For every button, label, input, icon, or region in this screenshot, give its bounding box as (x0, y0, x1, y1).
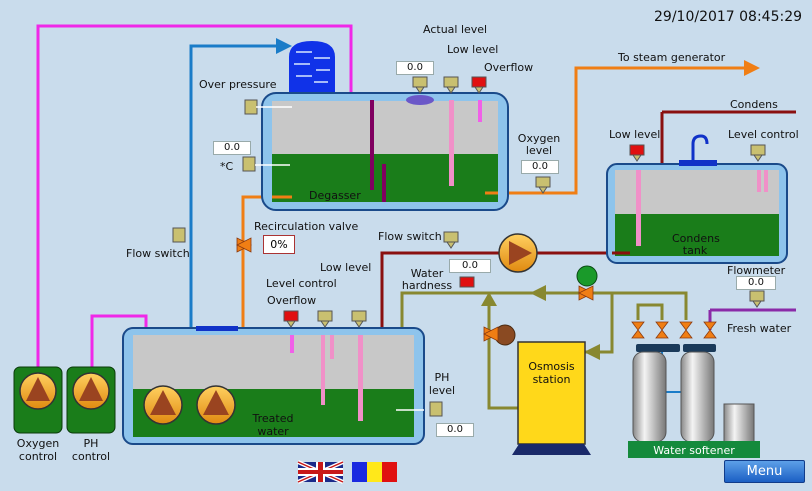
over-pressure-label: Over pressure (199, 78, 277, 91)
valves (236, 237, 717, 342)
valve-icon[interactable] (578, 285, 594, 301)
arrow-steam (744, 60, 760, 76)
degasser-label: Degasser (309, 189, 361, 202)
condens-level-control-label: Level control (728, 128, 799, 141)
arrow-olive-3 (530, 285, 546, 301)
degasser-temp-value: 0.0 (213, 141, 251, 155)
valve-icon[interactable] (483, 326, 499, 342)
recirculation-valve-label: Recirculation valve (254, 220, 359, 233)
gauge-icon[interactable] (429, 401, 443, 417)
arrow-olive-2 (481, 292, 497, 306)
degasser-tower (289, 41, 335, 92)
water-softener (632, 344, 755, 443)
condens-tank-label-2: tank (682, 244, 708, 257)
flowmeter-value: 0.0 (736, 276, 776, 290)
sensors (172, 76, 766, 417)
water-hardness-value: 0.0 (449, 259, 491, 273)
treated-water-label-1: Treated (252, 412, 294, 425)
pump-icon[interactable] (196, 385, 236, 425)
condens-tank-label-1: Condens (672, 232, 720, 245)
oxygen-level-label-1: Oxygen (517, 132, 561, 145)
osmosis-label-1: Osmosis (528, 360, 575, 373)
gauge-icon[interactable] (242, 156, 256, 172)
condens-low-level-label: Low level (609, 128, 661, 141)
flag-uk-icon[interactable] (297, 460, 344, 484)
ph-control-label-2: control (71, 450, 111, 463)
actual-level-label: Actual level (423, 23, 488, 36)
status-light-icon (576, 265, 598, 287)
treated-overflow-label: Overflow (267, 294, 317, 307)
oxygen-level-value: 0.0 (521, 160, 559, 174)
pump-icon[interactable] (143, 385, 183, 425)
menu-button[interactable]: Menu (724, 460, 805, 483)
oxygen-control-label-2: control (18, 450, 58, 463)
gauge-icon[interactable] (749, 290, 765, 308)
oxygen-level-label-2: level (525, 144, 553, 157)
degasser-temp-unit: *C (220, 160, 234, 173)
gauge-icon[interactable] (443, 231, 459, 249)
gauge-icon[interactable] (535, 176, 551, 194)
alarm-gauge-icon[interactable] (459, 276, 475, 288)
ph-level-label-1: PH (434, 371, 450, 384)
water-softener-base (628, 441, 760, 458)
pump-icon[interactable] (498, 233, 538, 273)
gauge-icon[interactable] (172, 227, 186, 243)
degasser-low-level-label: Low level (447, 43, 499, 56)
pump-icon[interactable] (19, 372, 57, 410)
valve-icon[interactable] (679, 321, 693, 339)
treated-level-control-label: Level control (266, 277, 337, 290)
valve-icon[interactable] (631, 321, 645, 339)
ph-level-value: 0.0 (436, 423, 474, 437)
valve-icon[interactable] (236, 237, 252, 253)
ph-level-label-2: level (428, 384, 456, 397)
datetime-display: 29/10/2017 08:45:29 (654, 9, 803, 25)
flag-ro-icon[interactable] (352, 462, 397, 482)
osmosis-label-2: station (532, 373, 571, 386)
water-softener-label: Water softener (653, 444, 735, 457)
gauge-icon[interactable] (351, 310, 367, 328)
valve-icon[interactable] (703, 321, 717, 339)
arrow-olive-4 (584, 344, 600, 360)
gauge-icon[interactable] (244, 99, 258, 115)
recirculation-valve-value[interactable]: 0% (263, 235, 295, 254)
gauge-icon[interactable] (443, 76, 459, 94)
treated-low-level-label: Low level (320, 261, 372, 274)
fresh-water-label: Fresh water (727, 322, 792, 335)
flow-switch-right-label: Flow switch (378, 230, 442, 243)
water-hardness-label-2: hardness (401, 279, 453, 292)
alarm-gauge-icon[interactable] (471, 76, 487, 94)
oxygen-control-label-1: Oxygen (16, 437, 60, 450)
alarm-gauge-icon[interactable] (283, 310, 299, 328)
gauge-icon[interactable] (317, 310, 333, 328)
valve-icon[interactable] (655, 321, 669, 339)
condens-label: Condens (730, 98, 778, 111)
degasser-overflow-label: Overflow (484, 61, 534, 74)
osmosis-station-body (517, 341, 586, 445)
gauge-icon[interactable] (412, 76, 428, 94)
treated-water-label-2: water (257, 425, 289, 438)
pumps (13, 233, 538, 434)
steam-generator-label: To steam generator (618, 51, 726, 64)
water-hardness-label-1: Water (410, 267, 444, 280)
alarm-gauge-icon[interactable] (629, 144, 645, 162)
ph-control-label-1: PH (83, 437, 99, 450)
pump-icon[interactable] (72, 372, 110, 410)
arrow-to-tower (276, 38, 292, 54)
actual-level-value: 0.0 (396, 61, 434, 75)
flow-switch-left-label: Flow switch (126, 247, 190, 260)
condens-water (615, 214, 779, 256)
gauge-icon[interactable] (750, 144, 766, 162)
flowmeter-label: Flowmeter (727, 264, 786, 277)
